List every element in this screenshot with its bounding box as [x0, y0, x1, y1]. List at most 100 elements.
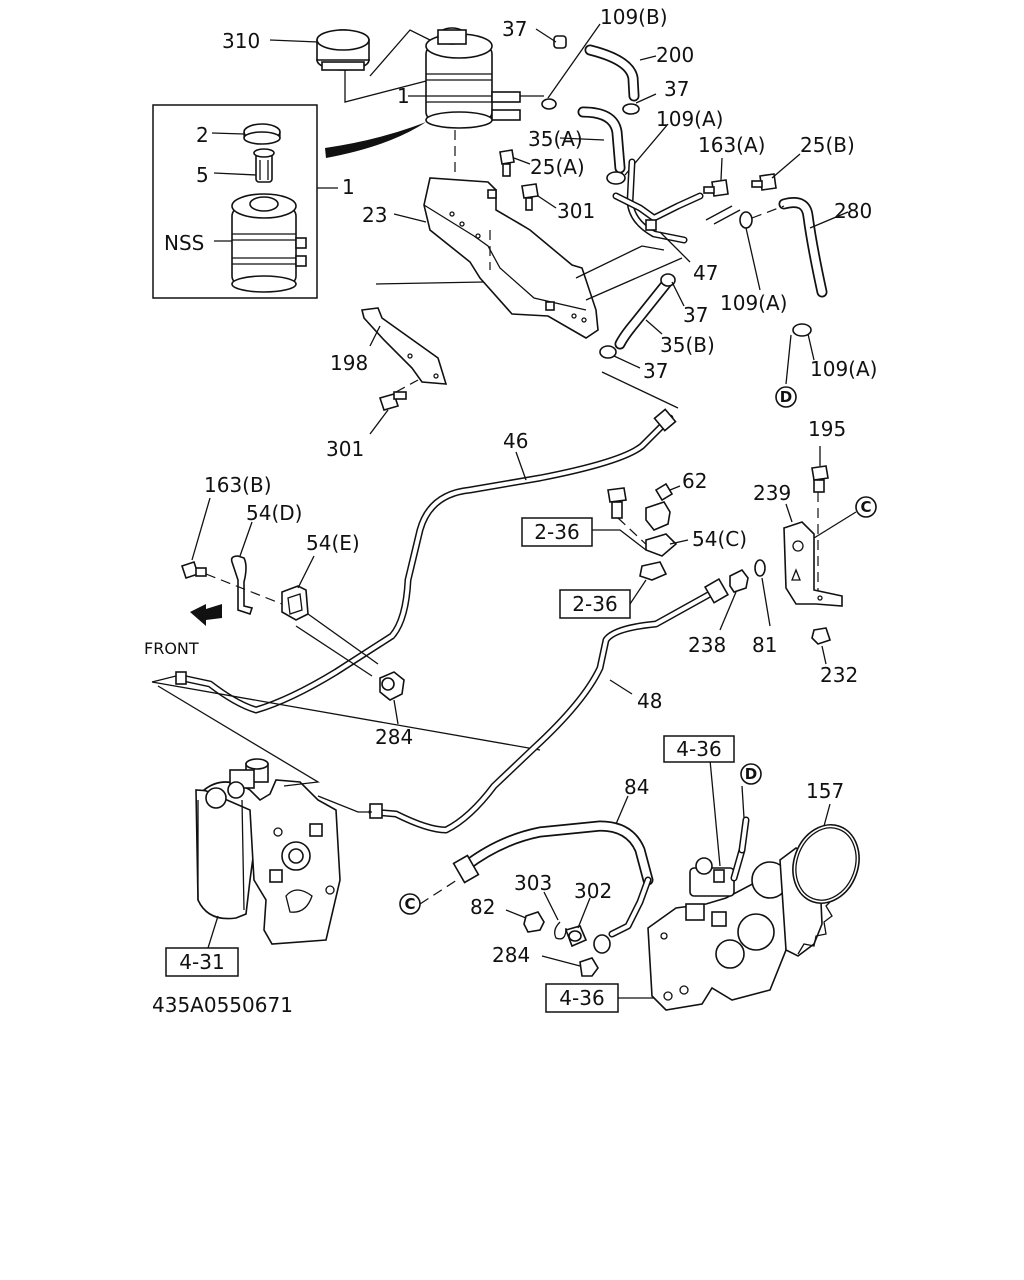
reference-label: 2-36 — [534, 520, 579, 544]
hose-200 — [584, 44, 640, 102]
seal-ring — [593, 934, 611, 954]
bolt-163a — [703, 179, 729, 197]
hose-35b — [614, 278, 672, 350]
clamp-37-lower — [599, 345, 617, 359]
return-pipe-48 — [368, 577, 730, 834]
bolt-25a — [499, 149, 515, 177]
clamp-37-mid — [622, 103, 640, 115]
reservoir-cap-310 — [316, 29, 370, 71]
label-1-reservoir: 1 — [397, 84, 410, 108]
reference-label: 4-36 — [676, 737, 721, 761]
label-48: 48 — [637, 689, 662, 713]
connection-marker-c-left: C — [399, 893, 421, 915]
label-109b: 109(B) — [600, 5, 668, 29]
label-47: 47 — [693, 261, 718, 285]
clip-54e — [281, 585, 309, 621]
washer-81 — [754, 559, 766, 577]
label-54e: 54(E) — [306, 531, 360, 555]
clamp-109b — [541, 98, 557, 110]
reference-box-2-36-lower[interactable]: 2-36 — [559, 589, 631, 619]
label-163a: 163(A) — [698, 133, 765, 157]
label-25b: 25(B) — [800, 133, 855, 157]
label-54c: 54(C) — [692, 527, 747, 551]
hose-35a — [577, 106, 626, 174]
marker-letter: D — [780, 388, 792, 406]
connection-marker-c-right: C — [855, 496, 877, 518]
label-37-upper: 37 — [683, 303, 708, 327]
bolt-301-top — [521, 183, 539, 211]
bracket-23 — [423, 177, 599, 339]
label-284-lower: 284 — [492, 943, 530, 967]
bolt-163b — [180, 560, 207, 580]
filter-5 — [253, 148, 275, 183]
label-200: 200 — [656, 43, 694, 67]
reference-box-4-31[interactable]: 4-31 — [165, 947, 239, 977]
clip-54d — [230, 555, 254, 616]
label-54d: 54(D) — [246, 501, 302, 525]
label-37-top: 37 — [502, 17, 527, 41]
label-62: 62 — [682, 469, 707, 493]
label-81: 81 — [752, 633, 777, 657]
label-232: 232 — [820, 663, 858, 687]
nut-238 — [729, 568, 749, 593]
connection-marker-d-bottom: D — [740, 763, 762, 785]
bracket-198 — [361, 307, 448, 385]
label-109a-lower: 109(A) — [810, 357, 877, 381]
catalog-number: 435A0550671 — [152, 993, 293, 1017]
label-2: 2 — [196, 123, 209, 147]
steering-gear-box — [195, 758, 341, 945]
reservoir-tank-1 — [425, 27, 521, 129]
pipe-to-pump — [608, 876, 652, 938]
label-nss: NSS — [164, 231, 204, 255]
label-25a: 25(A) — [530, 155, 585, 179]
pipe-47 — [612, 158, 704, 244]
reference-label: 4-31 — [179, 950, 224, 974]
label-239: 239 — [753, 481, 791, 505]
label-195: 195 — [808, 417, 846, 441]
label-109a-mid: 109(A) — [720, 291, 787, 315]
bolt-25b — [751, 173, 777, 191]
label-163b: 163(B) — [204, 473, 272, 497]
label-82: 82 — [470, 895, 495, 919]
reference-box-4-36-lower[interactable]: 4-36 — [545, 983, 619, 1013]
reference-label: 2-36 — [572, 592, 617, 616]
pressure-pipe-46 — [175, 408, 677, 714]
nut-82 — [523, 911, 545, 933]
front-direction-arrow — [190, 604, 222, 626]
bracket-239 — [783, 521, 843, 607]
reference-box-4-36-upper[interactable]: 4-36 — [663, 735, 735, 763]
connection-marker-d-top: D — [775, 386, 797, 408]
clamp-109a-right — [739, 211, 753, 229]
clamp-109a-lower — [792, 323, 812, 337]
label-front: FRONT — [144, 639, 199, 658]
label-37-mid: 37 — [664, 77, 689, 101]
label-302: 302 — [574, 879, 612, 903]
o-ring-157 — [792, 824, 860, 904]
reservoir-tank-nss — [231, 193, 307, 293]
label-109a-top: 109(A) — [656, 107, 723, 131]
marker-letter: C — [404, 895, 415, 913]
label-35b: 35(B) — [660, 333, 715, 357]
bolt-2-36 — [607, 487, 627, 519]
label-301-top: 301 — [557, 199, 595, 223]
bolt-301-lower — [378, 391, 407, 411]
nut-284-lower — [579, 957, 599, 977]
label-5: 5 — [196, 163, 209, 187]
marker-letter: C — [860, 498, 871, 516]
reference-label: 4-36 — [559, 986, 604, 1010]
reference-box-2-36-upper[interactable]: 2-36 — [521, 517, 593, 547]
filler-cap-2 — [243, 123, 281, 145]
label-280: 280 — [834, 199, 872, 223]
label-84: 84 — [624, 775, 649, 799]
label-238: 238 — [688, 633, 726, 657]
bolt-195 — [811, 465, 829, 493]
clip-303 — [554, 921, 567, 940]
nut-232 — [811, 627, 832, 645]
label-157: 157 — [806, 779, 844, 803]
label-303: 303 — [514, 871, 552, 895]
label-284-upper: 284 — [375, 725, 413, 749]
label-301-lower: 301 — [326, 437, 364, 461]
bushing-302 — [564, 925, 588, 948]
